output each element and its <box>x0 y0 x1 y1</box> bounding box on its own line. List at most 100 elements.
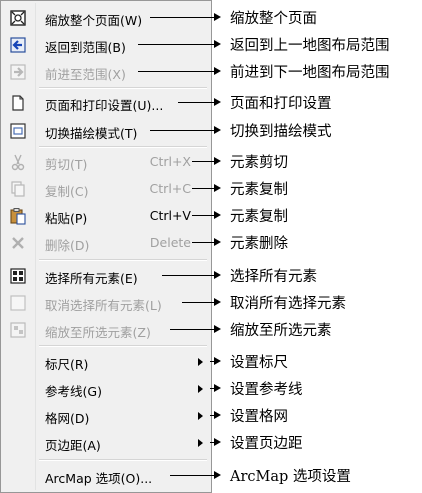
menu-item-back-extent[interactable]: 返回到范围(B) <box>3 32 209 58</box>
zoom-whole-page-icon <box>9 9 27 27</box>
menu-item-toggle-draft-mode[interactable]: 切换描绘模式(T) <box>3 118 209 144</box>
callout-line <box>138 71 216 72</box>
menu-item-shortcut: Ctrl+X <box>149 154 191 169</box>
callout-arrowhead <box>214 384 221 392</box>
callout-line <box>150 130 216 131</box>
callout-line <box>138 44 216 45</box>
submenu-arrow-icon <box>198 358 203 366</box>
annotation-text: 前进到下一地图布局范围 <box>230 65 390 81</box>
menu-item-guides[interactable]: 参考线(G) <box>3 376 209 402</box>
callout-arrowhead <box>214 471 221 479</box>
menu-item-select-all[interactable]: 选择所有元素(E) <box>3 263 209 289</box>
menu-item-label: 复制(C) <box>45 184 89 199</box>
callout-line <box>192 161 216 162</box>
menu-item-label: 页边距(A) <box>45 438 101 453</box>
annotation-text: 元素复制 <box>230 209 288 225</box>
cut-icon <box>9 153 27 171</box>
menu-item-label: 标尺(R) <box>45 357 89 372</box>
callout-arrowhead <box>214 157 221 165</box>
menu-item-rulers[interactable]: 标尺(R) <box>3 349 209 375</box>
callout-arrowhead <box>214 67 221 75</box>
menu-item-label: 前进至范围(X) <box>45 67 126 82</box>
annotation-text: 选择所有元素 <box>230 269 317 285</box>
callout-arrowhead <box>214 211 221 219</box>
forward-extent-icon <box>9 63 27 81</box>
select-all-icon <box>9 267 27 285</box>
menu-item-copy[interactable]: 复制(C) Ctrl+C <box>3 176 209 202</box>
menu-item-label: 页面和打印设置(U)... <box>45 98 164 113</box>
menu-item-cut[interactable]: 剪切(T) Ctrl+X <box>3 149 209 175</box>
annotation-text: 取消所有选择元素 <box>230 296 346 312</box>
callout-line <box>170 329 216 330</box>
annotation-text: ArcMap 选项设置 <box>230 469 351 485</box>
menu-separator <box>39 345 207 346</box>
back-extent-icon <box>9 36 27 54</box>
menu-item-grid[interactable]: 格网(D) <box>3 403 209 429</box>
callout-arrowhead <box>214 238 221 246</box>
menu-separator-highlight <box>39 88 207 89</box>
callout-line <box>192 188 216 189</box>
copy-icon <box>9 180 27 198</box>
icon-gutter-divider <box>35 3 36 490</box>
menu-item-label: 格网(D) <box>45 411 90 426</box>
menu-item-label: 取消选择所有元素(L) <box>45 298 162 313</box>
menu-item-page-setup[interactable]: 页面和打印设置(U)... <box>3 90 209 116</box>
callout-arrowhead <box>214 438 221 446</box>
callout-line <box>178 102 216 103</box>
callout-line <box>192 242 216 243</box>
menu-item-unselect-all[interactable]: 取消选择所有元素(L) <box>3 290 209 316</box>
menu-item-zoom-selected[interactable]: 缩放至所选元素(Z) <box>3 317 209 343</box>
menu-item-shortcut: Delete <box>149 235 191 250</box>
menu-separator <box>39 146 207 147</box>
menu-separator-highlight <box>39 460 207 461</box>
annotation-text: 元素剪切 <box>230 155 288 171</box>
menu-item-shortcut: Ctrl+V <box>149 208 191 223</box>
menu-separator <box>39 459 207 460</box>
callout-arrowhead <box>214 325 221 333</box>
menu-item-label: 返回到范围(B) <box>45 40 126 55</box>
submenu-arrow-icon <box>198 412 203 420</box>
menu-separator-highlight <box>39 346 207 347</box>
annotation-text: 缩放至所选元素 <box>230 323 332 339</box>
callout-line <box>210 361 216 362</box>
context-menu: 缩放整个页面(W) 返回到范围(B) 前进至范围(X) 页面和打印设置(U)..… <box>0 0 212 493</box>
menu-item-label: ArcMap 选项(O)... <box>45 471 153 486</box>
callout-line <box>192 215 216 216</box>
page-setup-icon <box>9 94 27 112</box>
paste-icon <box>9 207 27 225</box>
callout-arrowhead <box>214 271 221 279</box>
menu-item-arcmap-options[interactable]: ArcMap 选项(O)... <box>3 463 209 489</box>
unselect-all-icon <box>9 294 27 312</box>
annotation-text: 设置标尺 <box>230 355 288 371</box>
menu-item-delete[interactable]: 删除(D) Delete <box>3 230 209 256</box>
menu-item-label: 切换描绘模式(T) <box>45 126 138 141</box>
callout-arrowhead <box>214 13 221 21</box>
callout-line <box>210 442 216 443</box>
submenu-arrow-icon <box>198 439 203 447</box>
menu-item-label: 剪切(T) <box>45 157 88 172</box>
callout-line <box>150 17 216 18</box>
annotation-text: 设置参考线 <box>230 382 303 398</box>
callout-line <box>210 415 216 416</box>
annotation-text: 切换到描绘模式 <box>230 124 332 140</box>
delete-icon <box>9 234 27 252</box>
menu-separator <box>39 259 207 260</box>
menu-item-label: 删除(D) <box>45 238 90 253</box>
menu-item-label: 选择所有元素(E) <box>45 271 138 286</box>
menu-item-margins[interactable]: 页边距(A) <box>3 430 209 456</box>
menu-item-zoom-whole-page[interactable]: 缩放整个页面(W) <box>3 5 209 31</box>
callout-arrowhead <box>214 126 221 134</box>
menu-item-paste[interactable]: 粘贴(P) Ctrl+V <box>3 203 209 229</box>
menu-item-label: 参考线(G) <box>45 384 102 399</box>
callout-arrowhead <box>214 184 221 192</box>
annotation-text: 返回到上一地图布局范围 <box>230 38 390 54</box>
callout-arrowhead <box>214 411 221 419</box>
zoom-selected-icon <box>9 321 27 339</box>
menu-item-shortcut: Ctrl+C <box>149 181 191 196</box>
annotation-text: 设置页边距 <box>230 436 303 452</box>
menu-separator-highlight <box>39 147 207 148</box>
menu-item-forward-extent[interactable]: 前进至范围(X) <box>3 59 209 85</box>
menu-item-label: 缩放至所选元素(Z) <box>45 325 151 340</box>
callout-arrowhead <box>214 98 221 106</box>
annotation-text: 设置格网 <box>230 409 288 425</box>
